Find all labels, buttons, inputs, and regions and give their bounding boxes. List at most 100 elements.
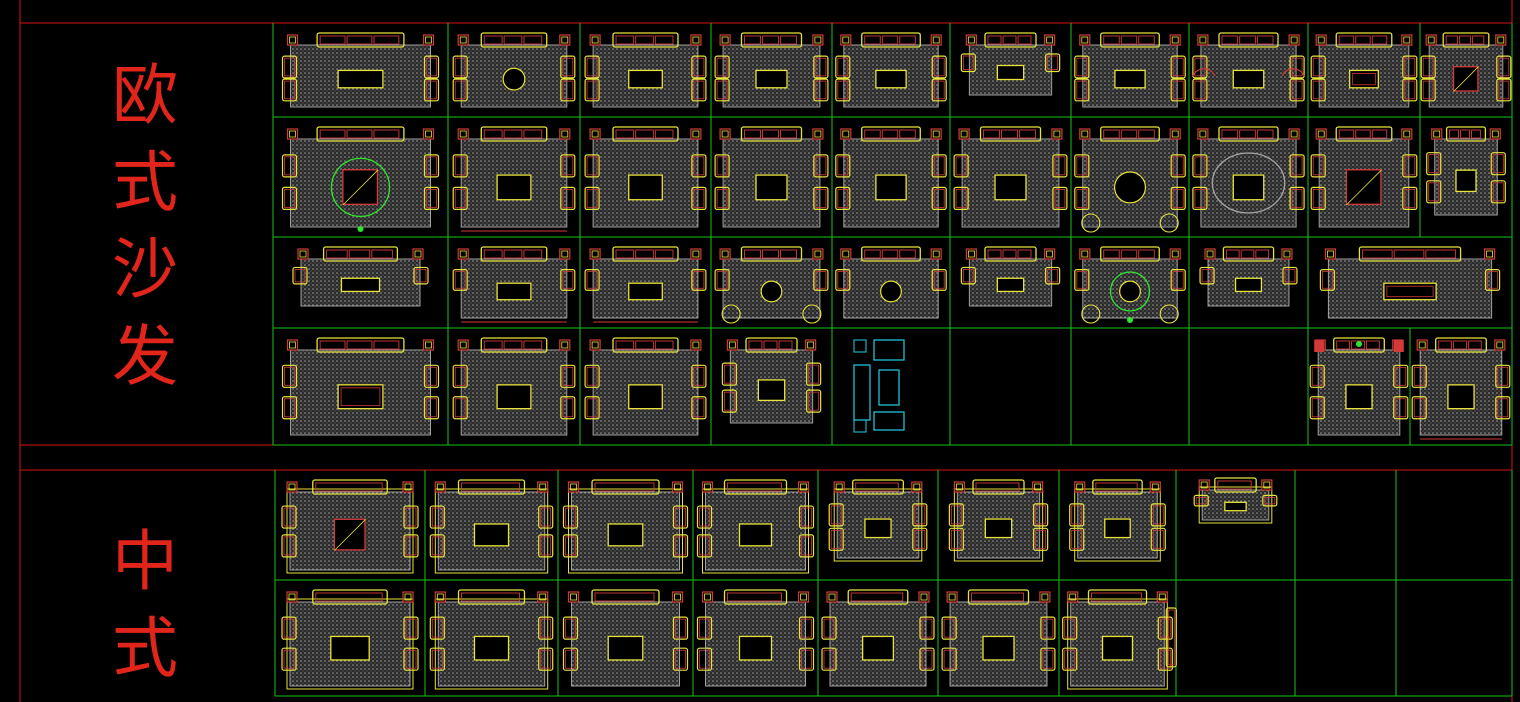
- armchair-symbol: [835, 269, 851, 291]
- sofa-symbol: [1335, 32, 1393, 48]
- furniture-layout-living-round-chairs: [1074, 126, 1186, 233]
- sofa-symbol: [1445, 126, 1487, 142]
- armchair-symbol: [560, 55, 576, 79]
- chair-symbol: [1197, 128, 1209, 140]
- furniture-layout-chinese-small: [828, 479, 928, 562]
- furniture-layout-living-rug: [1310, 32, 1418, 108]
- chair-symbol: [1044, 34, 1056, 46]
- chair-symbol: [1074, 481, 1086, 493]
- furniture-layout-living-open: [452, 126, 576, 232]
- furniture-layout-living-small: [960, 32, 1061, 96]
- sofa-symbol: [861, 32, 921, 48]
- armchair-symbol: [281, 647, 297, 671]
- armchair-symbol: [691, 186, 707, 210]
- furniture-layout-living-big-rug: [281, 337, 440, 436]
- rug-border: [286, 598, 414, 690]
- armchair-symbol: [1074, 78, 1090, 102]
- armchair-symbol: [560, 186, 576, 210]
- chair-symbol: [1324, 248, 1337, 260]
- coffee-table-round: [1113, 171, 1146, 204]
- armchair-symbol: [1062, 647, 1078, 671]
- chair-symbol: [457, 34, 469, 46]
- furniture-layout-living-open: [452, 246, 576, 323]
- chair-symbol: [589, 248, 601, 260]
- armchair-symbol: [798, 505, 815, 529]
- furniture-layout-chinese-small: [948, 479, 1049, 562]
- armchair-symbol: [429, 647, 445, 671]
- armchair-symbol: [691, 55, 707, 79]
- green-highlight-ring: [1109, 271, 1151, 312]
- armchair-symbol: [538, 505, 554, 529]
- coffee-table: [996, 64, 1025, 81]
- coffee-table: [1455, 169, 1477, 193]
- armchair-symbol: [1062, 616, 1078, 640]
- chair-symbol: [1315, 34, 1327, 46]
- armchair-symbol: [562, 505, 579, 529]
- armchair-symbol: [941, 616, 957, 640]
- armchair-symbol: [584, 154, 600, 178]
- chair-symbol: [1149, 481, 1161, 493]
- furniture-layout-chinese: [429, 589, 554, 690]
- coffee-table: [330, 635, 370, 661]
- sofa-symbol: [723, 589, 788, 605]
- sofa-symbol: [612, 32, 679, 48]
- sofa-symbol: [1358, 246, 1462, 262]
- coffee-table-square: [1345, 169, 1382, 205]
- section-label-european: 欧 式 沙 发: [112, 57, 178, 396]
- sofa-symbol: [480, 126, 548, 142]
- armchair-symbol: [1411, 364, 1427, 388]
- chair-symbol: [671, 591, 684, 603]
- green-highlight-ring: [330, 157, 391, 218]
- chair-symbol: [1032, 481, 1044, 493]
- sofa-symbol: [745, 337, 798, 353]
- sofa-symbol: [480, 32, 548, 48]
- armchair-symbol: [281, 364, 298, 388]
- chair-symbol: [946, 591, 958, 603]
- cyan-sofa: [853, 364, 871, 421]
- chair-symbol: [690, 128, 702, 140]
- armchair-symbol: [1052, 154, 1068, 178]
- armchair-symbol: [1074, 186, 1090, 210]
- armchair-symbol: [1040, 647, 1056, 671]
- armchair-symbol: [562, 647, 579, 671]
- round-chair: [1159, 213, 1179, 233]
- chair-symbol: [701, 591, 714, 603]
- rug-border: [434, 488, 549, 574]
- armchair-symbol: [429, 534, 445, 558]
- floor-outline: [571, 627, 680, 687]
- armchair-symbol: [560, 154, 576, 178]
- floor-outline: [949, 627, 1048, 687]
- sofa-symbol: [1222, 246, 1275, 262]
- armchair-symbol: [1033, 503, 1049, 527]
- coffee-table-round: [502, 67, 526, 91]
- chair-symbol: [567, 481, 580, 493]
- armchair-symbol: [403, 647, 419, 671]
- armchair-symbol: [691, 396, 707, 420]
- armchair-symbol: [798, 534, 815, 558]
- armchair-symbol: [1310, 154, 1326, 178]
- armchair-symbol: [721, 389, 737, 413]
- sofa-symbol: [852, 479, 904, 495]
- furniture-layout-living: [281, 32, 440, 108]
- chair-symbol: [1401, 128, 1413, 140]
- chair-symbol: [1261, 479, 1273, 491]
- furniture-layout-living-small: [1199, 246, 1298, 307]
- armchair-symbol: [714, 78, 730, 102]
- coffee-table: [1232, 174, 1265, 201]
- chair-symbol: [1483, 248, 1496, 260]
- armchair-symbol: [691, 364, 707, 388]
- sofa-symbol: [972, 479, 1025, 495]
- armchair-symbol: [584, 396, 600, 420]
- round-chair: [1081, 213, 1101, 233]
- furniture-layout-living: [1074, 32, 1186, 108]
- armchair-symbol: [1150, 503, 1166, 527]
- armchair-symbol: [1319, 269, 1336, 291]
- coffee-table: [875, 174, 907, 201]
- armchair-symbol: [1199, 266, 1215, 285]
- furniture-layout-chinese: [429, 479, 554, 574]
- chair-symbol: [434, 591, 446, 603]
- armchair-symbol: [696, 647, 713, 671]
- chair-symbol: [797, 481, 810, 493]
- chair-symbol: [422, 128, 435, 140]
- armchair-symbol: [1192, 55, 1208, 79]
